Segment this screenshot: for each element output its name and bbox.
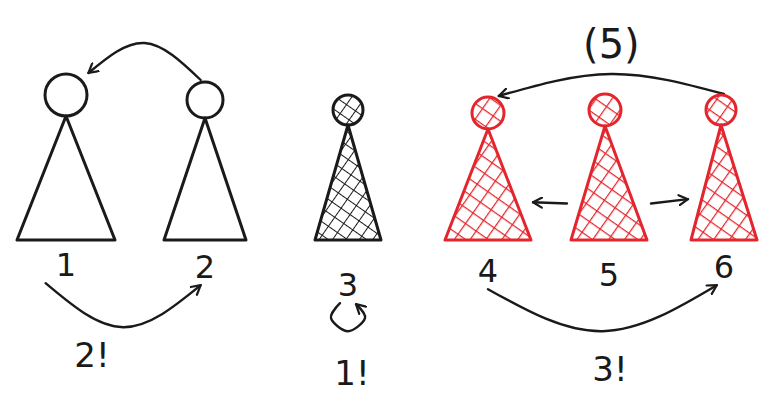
figure-number: 4 (443, 254, 533, 289)
cone-head (589, 94, 621, 126)
cone-figure (162, 80, 248, 240)
cone-figure (567, 94, 651, 240)
count-label: 1! (334, 355, 369, 392)
figure-node: 6 (688, 94, 760, 285)
cone-body (445, 129, 531, 240)
figure-node: 4 (443, 96, 533, 289)
cone-head (472, 97, 504, 129)
cone-figure (313, 94, 383, 240)
edge-label: (5) (580, 22, 643, 66)
arrow-connector (651, 199, 688, 203)
cone-body (315, 125, 381, 240)
cone-body (691, 125, 757, 240)
cone-body (571, 126, 647, 240)
figure-number: 1 (15, 248, 117, 283)
arrow-connector (499, 74, 724, 96)
figure-number: 6 (688, 250, 760, 285)
figure-node: 1 (15, 73, 117, 283)
figure-node: 2 (162, 80, 248, 285)
figure-number: 3 (313, 268, 383, 303)
arrow-connector (46, 283, 201, 327)
cone-figure (443, 96, 533, 240)
figure-number: 5 (567, 258, 651, 293)
figure-node: 3 (313, 94, 383, 303)
arrow-connector (331, 303, 365, 331)
cone-head (45, 74, 87, 116)
count-label: 2! (74, 337, 109, 374)
cone-head (706, 95, 736, 125)
arrow-connector (88, 43, 200, 80)
cone-head (187, 82, 223, 118)
arrow-connector (533, 202, 567, 203)
figure-node: 5 (567, 94, 651, 293)
cone-body (164, 118, 246, 240)
count-label: 3! (592, 351, 627, 388)
cone-head (333, 95, 363, 125)
cone-figure (688, 94, 760, 240)
cone-body (17, 116, 115, 240)
cone-figure (15, 73, 117, 240)
figure-number: 2 (162, 250, 248, 285)
